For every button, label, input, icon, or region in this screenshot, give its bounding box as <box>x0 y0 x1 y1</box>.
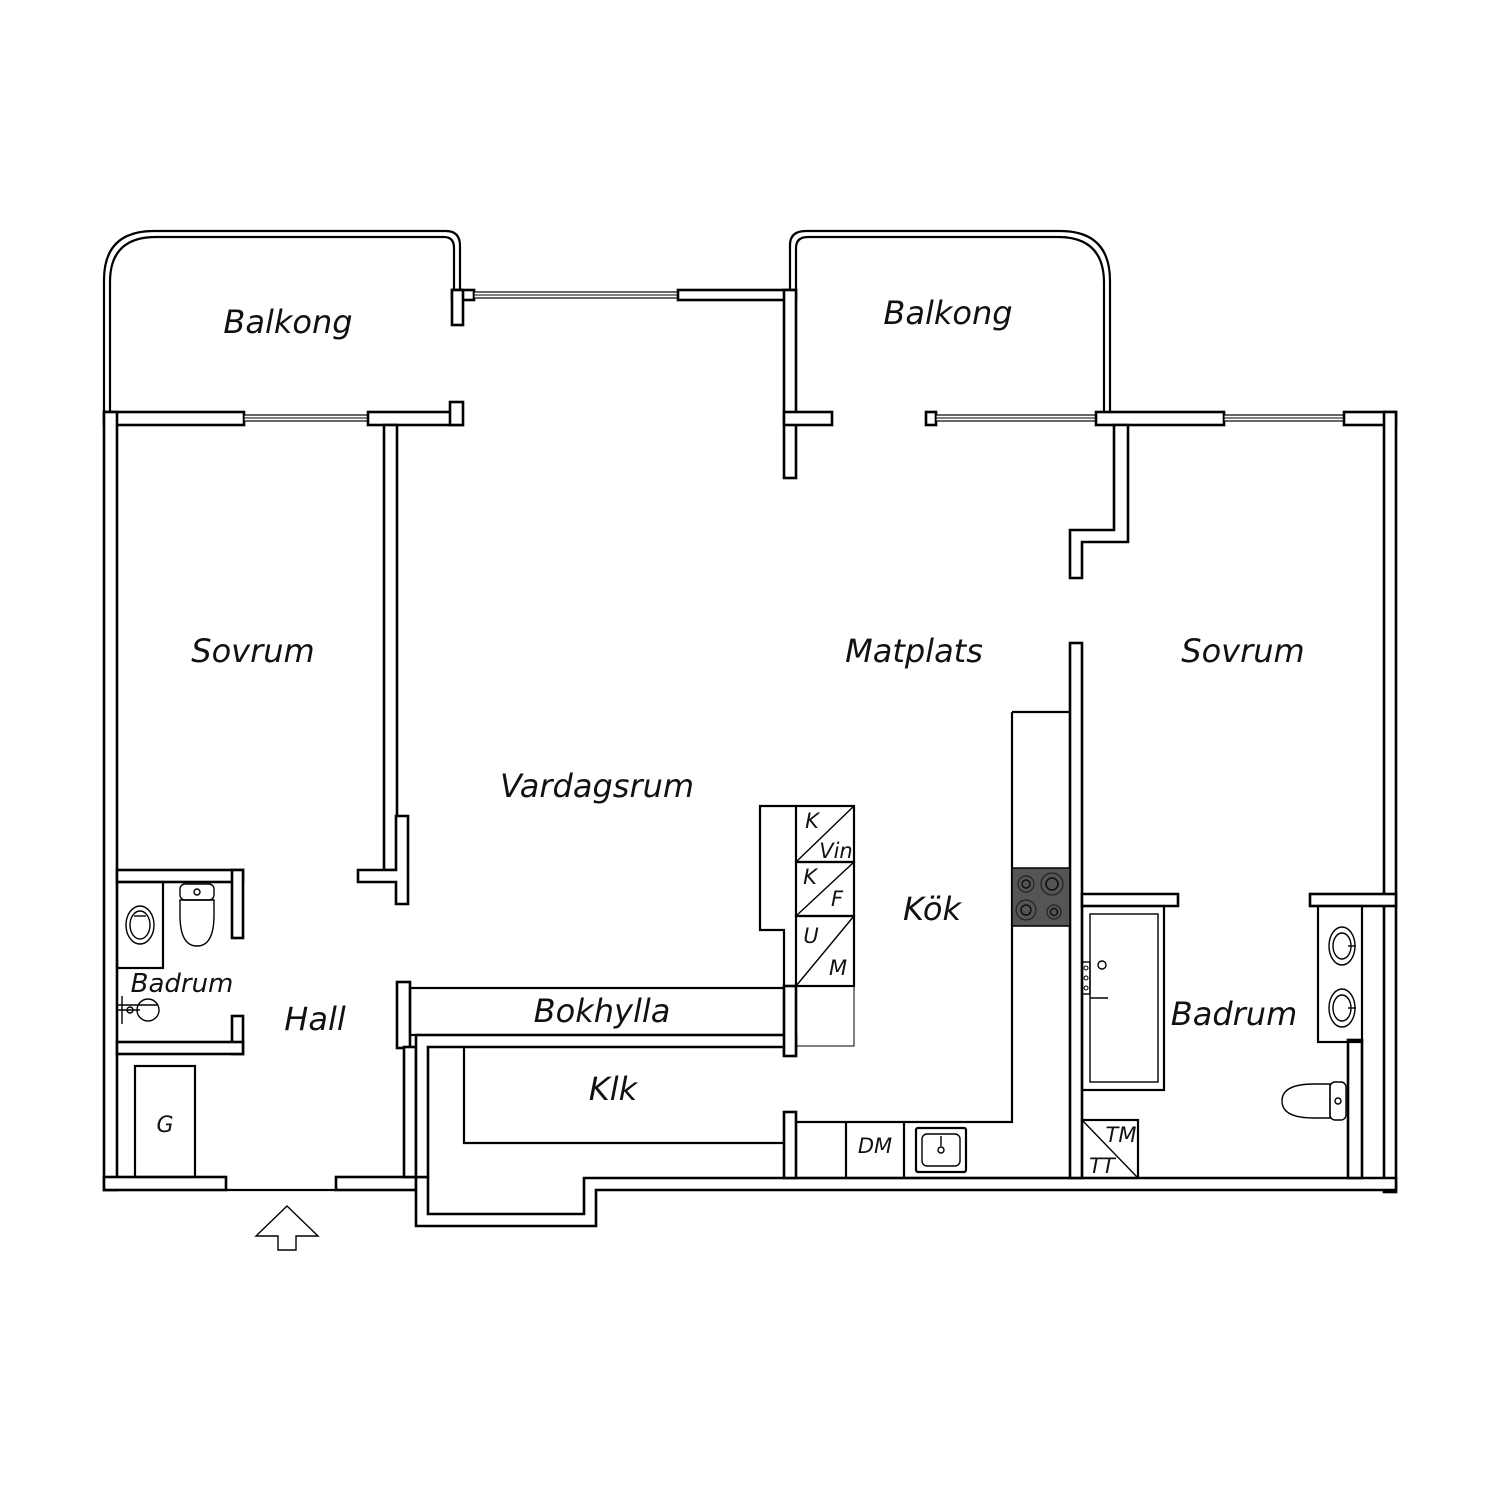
entrance-arrow-icon <box>254 1205 320 1251</box>
balcony-left <box>102 229 462 412</box>
label-sovrum-right: Sovrum <box>1181 632 1304 670</box>
label-badrum-right: Badrum <box>1171 995 1297 1033</box>
left-bath-fixtures <box>115 880 215 1024</box>
label-sovrum-left: Sovrum <box>191 632 314 670</box>
label-u: U <box>803 924 818 948</box>
right-bath-fixtures <box>1080 904 1364 1180</box>
appliance-labels: K Vin K F U M DM TM TT <box>803 809 1136 1178</box>
label-kok: Kök <box>903 890 962 928</box>
label-bokhylla: Bokhylla <box>534 992 671 1030</box>
stove <box>1011 867 1071 927</box>
label-vardagsrum: Vardagsrum <box>500 767 694 805</box>
exterior-wall-top <box>102 288 1398 580</box>
label-tm: TM <box>1106 1123 1137 1147</box>
room-labels: Balkong Balkong Sovrum Matplats Sovrum V… <box>131 294 1305 1138</box>
label-hall: Hall <box>284 1000 346 1038</box>
label-matplats: Matplats <box>845 632 983 670</box>
label-k-fridge: K <box>805 809 821 833</box>
interior-walls <box>115 423 1398 1180</box>
label-klk: Klk <box>589 1070 639 1108</box>
exterior-wall-sides <box>102 410 1398 1194</box>
exterior-wall-bottom <box>102 1175 1398 1228</box>
appliance-column <box>794 804 856 1047</box>
balcony-right <box>788 229 1112 412</box>
label-f: F <box>831 887 844 911</box>
label-m: M <box>829 956 847 980</box>
label-badrum-left: Badrum <box>131 969 234 999</box>
kitchen-sink <box>914 1126 968 1174</box>
label-balkong-left: Balkong <box>223 303 352 341</box>
label-vin: Vin <box>819 839 853 863</box>
label-dm: DM <box>858 1134 892 1158</box>
label-tt: TT <box>1089 1154 1117 1178</box>
label-g: G <box>156 1113 173 1138</box>
kitchen-counter <box>796 710 1070 1180</box>
label-k-freezer-top: K <box>803 865 819 889</box>
label-balkong-right: Balkong <box>883 294 1012 332</box>
